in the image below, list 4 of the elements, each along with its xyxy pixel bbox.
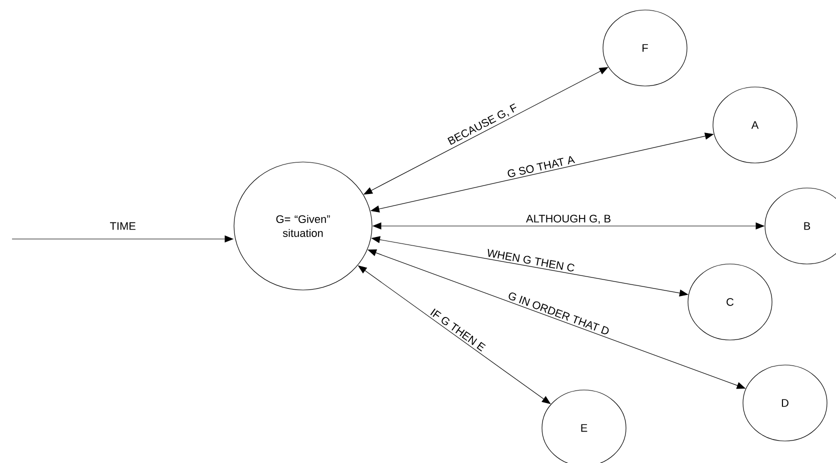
- edge-label: TIME: [108, 221, 137, 231]
- edge-label: ALTHOUGH G, B: [524, 214, 612, 225]
- edge-label: WHEN G THEN C: [485, 248, 576, 274]
- edge-label: G SO THAT A: [505, 154, 576, 180]
